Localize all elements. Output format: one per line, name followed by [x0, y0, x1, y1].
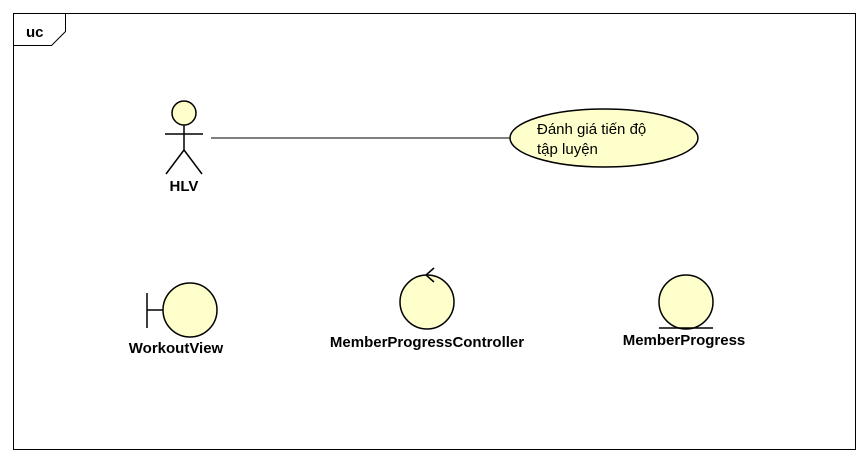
entity-circle [658, 274, 714, 330]
actor-label: HLV [170, 178, 199, 195]
actor-right-leg [183, 149, 203, 175]
frame-tab [13, 13, 66, 46]
boundary-workoutview[interactable]: WorkoutView [129, 282, 224, 357]
control-circle [399, 274, 455, 330]
usecase-label-line2: tập luyện [537, 141, 598, 158]
usecase-ellipse [509, 108, 699, 168]
entity-memberprogress[interactable]: MemberProgress [623, 274, 746, 349]
usecase-danh-gia-tien-do[interactable]: Đánh giá tiến độ tập luyện [509, 108, 699, 168]
diagram-frame [13, 13, 856, 450]
control-memberprogresscontroller[interactable]: MemberProgressController [330, 267, 524, 351]
control-arrow [424, 267, 435, 283]
entity-label: MemberProgress [623, 332, 746, 349]
boundary-label: WorkoutView [129, 340, 224, 357]
actor-left-leg [165, 149, 185, 175]
boundary-circle [162, 282, 218, 338]
actor-head [171, 100, 197, 126]
usecase-label-line1: Đánh giá tiến độ [537, 121, 646, 138]
actor-hlv[interactable]: HLV [165, 100, 203, 195]
control-label: MemberProgressController [330, 334, 524, 351]
frame-label: uc [26, 24, 44, 41]
